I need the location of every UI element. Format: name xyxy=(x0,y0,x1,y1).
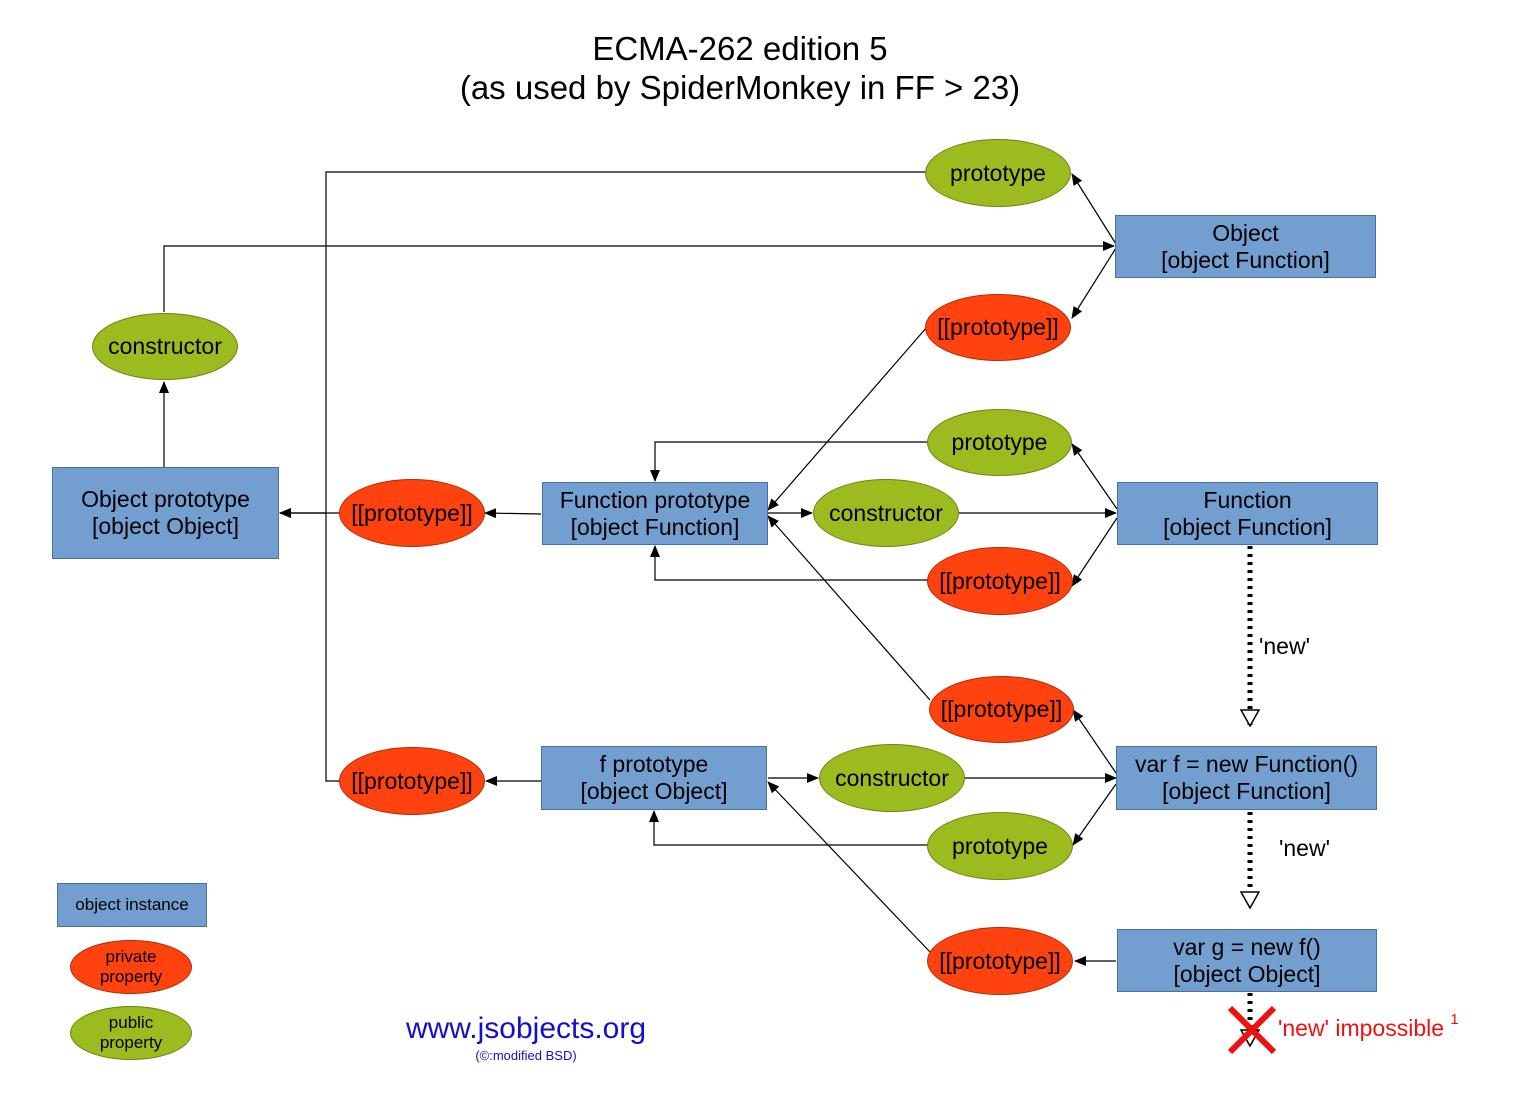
object-prototype-constructor: constructor xyxy=(92,313,238,380)
edge-object-private-to-fnproto xyxy=(767,326,928,511)
new-label-1: 'new' xyxy=(1259,633,1310,659)
site-link[interactable]: www.jsobjects.org xyxy=(405,1012,647,1045)
function-prototype-property: prototype xyxy=(927,409,1072,476)
property-label: [[prototype]] xyxy=(939,947,1061,974)
new-impossible-label: 'new' impossible 1 xyxy=(1278,1011,1459,1042)
object-private-prototype: [[prototype]] xyxy=(925,294,1071,361)
legend-public-line1: public xyxy=(108,1013,154,1032)
node-name: Function xyxy=(1203,486,1292,513)
edge-object-to-prototype xyxy=(1071,173,1117,245)
node-name: var f = new Function() xyxy=(1134,751,1359,777)
node-type: [object Object] xyxy=(91,513,240,539)
varf-prototype-property: prototype xyxy=(927,812,1073,880)
new-label-2: 'new' xyxy=(1279,835,1330,861)
edge-function-private-to-fnproto xyxy=(650,545,928,581)
property-label: prototype xyxy=(951,429,1048,455)
legend-private-line1: private xyxy=(105,947,157,966)
legend-object-instance: object instance xyxy=(57,883,207,927)
property-label: constructor xyxy=(835,764,949,791)
varg-private-prototype: [[prototype]] xyxy=(927,927,1073,995)
property-label: [[prototype]] xyxy=(937,314,1059,340)
copyright-note: (©:modified BSD) xyxy=(475,1048,577,1063)
function-private-prototype: [[prototype]] xyxy=(927,547,1073,615)
property-label: [[prototype]] xyxy=(351,499,473,526)
edge-varf-to-private xyxy=(1072,709,1117,774)
object-node: Object [object Function] xyxy=(1115,215,1376,278)
edge-varf-private-to-fnproto xyxy=(767,515,931,701)
legend-public-property: public property xyxy=(70,1006,192,1060)
footnote-marker: 1 xyxy=(1450,1011,1459,1028)
fproto-private-prototype: [[prototype]] xyxy=(339,747,485,815)
var-f-node: var f = new Function() [object Function] xyxy=(1116,746,1377,810)
property-label: prototype xyxy=(952,832,1048,859)
new-impossible-text: 'new' impossible xyxy=(1278,1015,1445,1041)
edge-constructor-to-object xyxy=(163,241,1115,312)
object-prototype-property: prototype xyxy=(925,139,1071,207)
property-label: constructor xyxy=(108,333,222,359)
diagram-subtitle: (as used by SpiderMonkey in FF > 23) xyxy=(459,69,1021,106)
impossible-x-icon xyxy=(1227,1005,1277,1055)
node-type: [object Function] xyxy=(570,513,740,540)
legend-public-line2: property xyxy=(99,1033,163,1052)
edge-function-to-private xyxy=(1071,517,1118,587)
edge-object-prototype-link xyxy=(279,171,926,518)
node-type: [object Function] xyxy=(1162,778,1331,804)
edge-object-to-private-prototype xyxy=(1071,247,1117,319)
node-name: f prototype xyxy=(599,751,709,777)
var-g-node: var g = new f() [object Object] xyxy=(1117,929,1377,992)
node-type: [object Function] xyxy=(1163,513,1332,540)
node-name: Function prototype xyxy=(559,486,751,513)
node-name: Object xyxy=(1212,219,1279,246)
edge-fnproto-to-private xyxy=(484,508,542,519)
legend-private-line2: property xyxy=(99,967,163,986)
legend-object-instance-label: object instance xyxy=(75,895,189,914)
function-prototype-constructor: constructor xyxy=(813,479,959,547)
node-type: [object Object] xyxy=(1173,960,1321,987)
diagram-title: ECMA-262 edition 5 xyxy=(592,30,888,67)
node-type: [object Function] xyxy=(1161,246,1330,273)
edge-varg-private-to-fproto xyxy=(767,781,931,953)
node-name: var g = new f() xyxy=(1173,933,1321,960)
edge-function-prototype-link xyxy=(650,441,928,482)
node-type: [object Object] xyxy=(580,778,728,804)
edge-function-to-prototype xyxy=(1071,443,1118,510)
varf-private-prototype: [[prototype]] xyxy=(929,676,1074,743)
legend-private-property: private property xyxy=(70,940,192,994)
property-label: prototype xyxy=(950,159,1046,186)
property-label: [[prototype]] xyxy=(940,696,1063,722)
property-label: [[prototype]] xyxy=(351,767,473,794)
function-prototype-node: Function prototype [object Function] xyxy=(542,482,768,545)
edge-varf-to-prototype xyxy=(1072,783,1117,846)
edge-fproto-private-to-objproto xyxy=(325,513,340,782)
f-prototype-constructor: constructor xyxy=(819,744,965,812)
node-name: Object prototype xyxy=(81,486,250,512)
fnproto-private-prototype: [[prototype]] xyxy=(339,479,485,547)
edge-varf-prototype-to-fproto xyxy=(649,810,928,846)
f-prototype-node: f prototype [object Object] xyxy=(541,746,767,810)
property-label: [[prototype]] xyxy=(939,567,1061,594)
property-label: constructor xyxy=(829,499,943,526)
function-node: Function [object Function] xyxy=(1117,482,1378,545)
object-prototype-node: Object prototype [object Object] xyxy=(52,467,279,559)
